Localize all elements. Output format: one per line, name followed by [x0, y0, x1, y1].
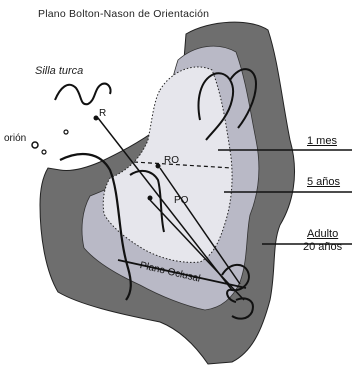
- diagram-title: Plano Bolton-Nason de Orientación: [38, 9, 209, 20]
- age-label-5-anos: 5 años: [307, 177, 340, 188]
- orion-marker-small: [42, 150, 46, 154]
- label-point-ro: RO: [164, 156, 179, 166]
- point-po-marker: [148, 196, 153, 201]
- age-label-adulto: Adulto: [307, 229, 338, 240]
- label-silla-turca: Silla turca: [35, 66, 83, 77]
- age-label-20-anos: 20 años: [303, 242, 342, 253]
- point-r-marker: [94, 116, 99, 121]
- point-ro-marker: [156, 164, 161, 169]
- sella-turcica-outline: [55, 84, 111, 105]
- label-point-r: R: [99, 109, 106, 119]
- orion-marker-dot: [64, 130, 68, 134]
- label-orion: orión: [4, 134, 26, 144]
- age-label-1-mes: 1 mes: [307, 136, 337, 147]
- orion-marker: [32, 142, 38, 148]
- label-point-po: PO: [174, 196, 188, 206]
